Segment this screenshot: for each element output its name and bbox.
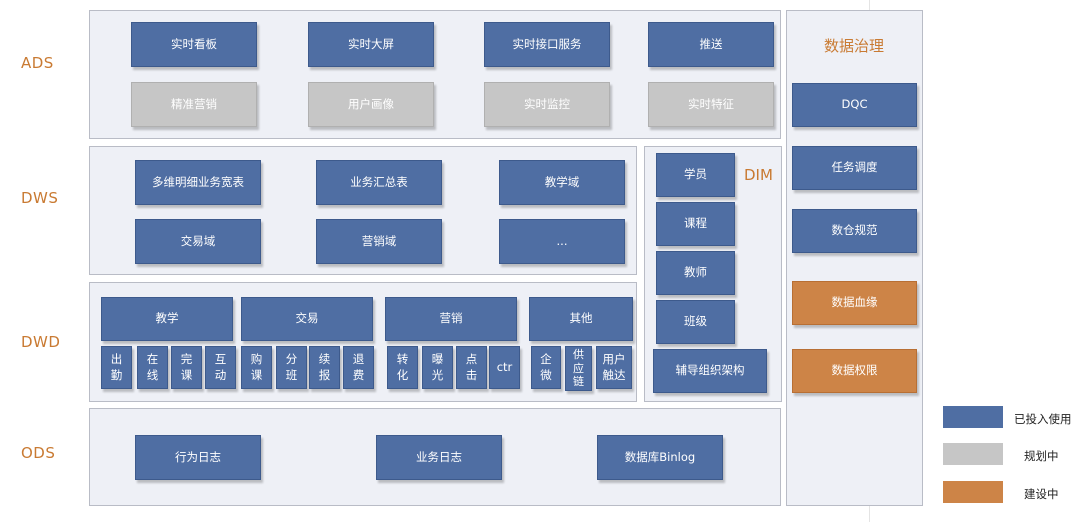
dwd-group-teaching: 教学 bbox=[101, 297, 233, 341]
legend-label-planned: 规划中 bbox=[1024, 449, 1059, 463]
dws-item-teaching-domain: 教学域 bbox=[499, 160, 625, 205]
dwd-item-class-assign: 分 班 bbox=[276, 346, 307, 389]
dws-item-summary-table: 业务汇总表 bbox=[316, 160, 442, 205]
dws-item-wide-table: 多维明细业务宽表 bbox=[135, 160, 261, 205]
dwd-item-conversion: 转 化 bbox=[387, 346, 418, 389]
dwd-group-marketing: 营销 bbox=[385, 297, 517, 341]
dwd-item-click: 点 击 bbox=[456, 346, 487, 389]
governance-title: 数据治理 bbox=[824, 37, 885, 55]
legend-swatch-building bbox=[943, 481, 1003, 503]
legend-swatch-planned bbox=[943, 443, 1003, 465]
dwd-item-ctr: ctr bbox=[489, 346, 520, 389]
ods-item-business-log: 业务日志 bbox=[376, 435, 502, 480]
ods-item-behavior-log: 行为日志 bbox=[135, 435, 261, 480]
ads-item-precision-marketing: 精准营销 bbox=[131, 82, 257, 127]
dim-item-teacher: 教师 bbox=[656, 251, 735, 295]
legend-label-in-use: 已投入使用 bbox=[1014, 412, 1072, 426]
dwd-item-exposure: 曝 光 bbox=[422, 346, 453, 389]
dim-item-class: 班级 bbox=[656, 300, 735, 344]
legend-label-building: 建设中 bbox=[1024, 487, 1059, 501]
layer-label-dwd: DWD bbox=[21, 333, 61, 351]
dws-item-marketing-domain: 营销域 bbox=[316, 219, 442, 264]
layer-label-ads: ADS bbox=[21, 54, 54, 72]
dws-item-trade-domain: 交易域 bbox=[135, 219, 261, 264]
dim-item-course: 课程 bbox=[656, 202, 735, 246]
ads-item-realtime-bigscreen: 实时大屏 bbox=[308, 22, 434, 67]
dwd-item-refund: 退 费 bbox=[343, 346, 374, 389]
governance-item-dqc: DQC bbox=[792, 83, 917, 127]
dwd-item-renewal: 续 报 bbox=[309, 346, 340, 389]
ads-item-realtime-monitor: 实时监控 bbox=[484, 82, 610, 127]
governance-item-scheduling: 任务调度 bbox=[792, 146, 917, 190]
ods-item-db-binlog: 数据库Binlog bbox=[597, 435, 723, 480]
dwd-item-attendance: 出 勤 bbox=[101, 346, 132, 389]
governance-item-lineage: 数据血缘 bbox=[792, 281, 917, 325]
dwd-item-online: 在 线 bbox=[137, 346, 168, 389]
dim-item-tutor-org: 辅导组织架构 bbox=[653, 349, 767, 393]
ads-item-push: 推送 bbox=[648, 22, 774, 67]
dim-title: DIM bbox=[744, 166, 773, 184]
legend-swatch-in-use bbox=[943, 406, 1003, 428]
governance-item-standards: 数仓规范 bbox=[792, 209, 917, 253]
governance-item-permissions: 数据权限 bbox=[792, 349, 917, 393]
dwd-group-other: 其他 bbox=[529, 297, 633, 341]
dwd-item-interaction: 互 动 bbox=[205, 346, 236, 389]
layer-label-dws: DWS bbox=[21, 189, 59, 207]
ads-item-realtime-dashboard: 实时看板 bbox=[131, 22, 257, 67]
ads-item-user-profile: 用户画像 bbox=[308, 82, 434, 127]
ads-item-realtime-api: 实时接口服务 bbox=[484, 22, 610, 67]
dwd-group-trade: 交易 bbox=[241, 297, 373, 341]
dwd-item-user-reach: 用户 触达 bbox=[596, 346, 632, 389]
dim-item-student: 学员 bbox=[656, 153, 735, 197]
dwd-item-wecom: 企 微 bbox=[531, 346, 561, 389]
ads-item-realtime-features: 实时特征 bbox=[648, 82, 774, 127]
layer-label-ods: ODS bbox=[21, 444, 56, 462]
dwd-item-course-complete: 完 课 bbox=[171, 346, 202, 389]
dws-item-more: ... bbox=[499, 219, 625, 264]
dwd-item-purchase: 购 课 bbox=[241, 346, 272, 389]
dwd-item-supply-chain: 供 应 链 bbox=[565, 346, 592, 391]
